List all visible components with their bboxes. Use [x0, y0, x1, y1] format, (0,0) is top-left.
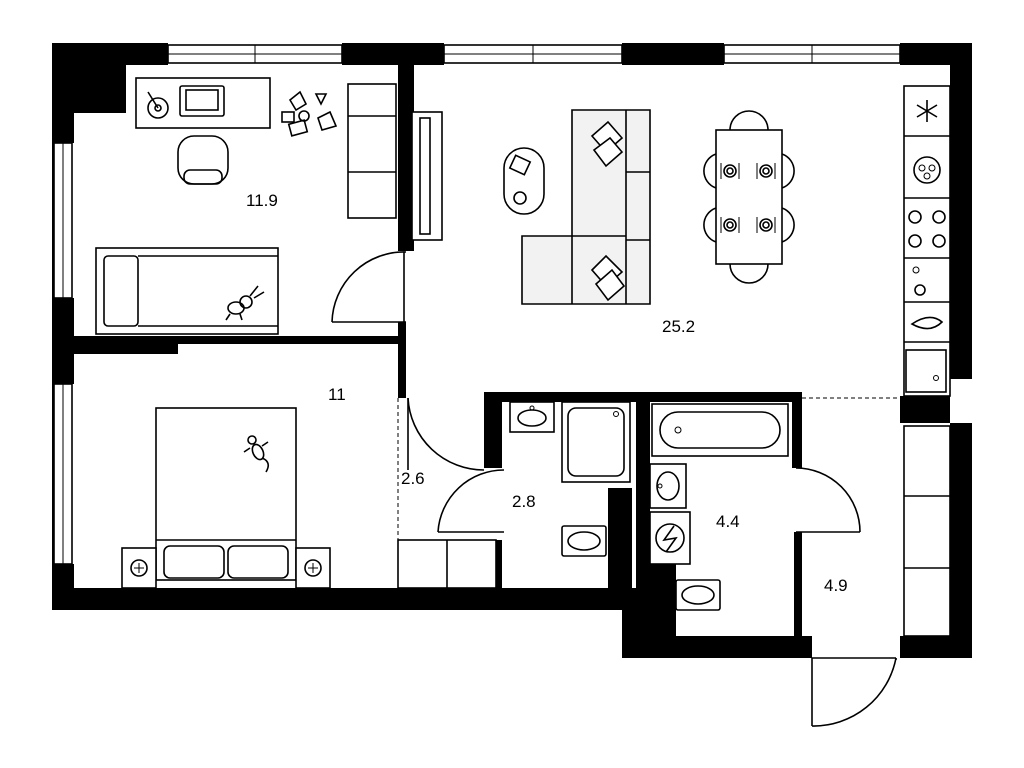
area-label-bathroom-2: 4.4	[716, 512, 740, 531]
area-label-bedroom-1: 11.9	[246, 191, 278, 210]
living-furniture	[411, 109, 795, 305]
lamp-icon	[147, 97, 169, 119]
sink	[905, 349, 947, 393]
washbasin	[649, 463, 687, 509]
place-settings	[720, 163, 776, 233]
shower-tray	[561, 401, 631, 483]
door-bathroom-1	[437, 469, 505, 533]
area-label-bathroom-1: 2.8	[512, 492, 536, 511]
bathroom-1-fixtures	[437, 401, 631, 557]
cat-icon	[243, 435, 270, 473]
tv	[419, 117, 431, 235]
entrance-door	[811, 657, 897, 727]
bathroom-2-fixtures	[649, 403, 861, 611]
laptop-icon	[179, 85, 225, 117]
toy-blocks-icon	[288, 90, 308, 112]
desk-chair	[177, 135, 229, 185]
window-left-lower	[53, 383, 73, 565]
pillow	[103, 255, 139, 327]
pillow	[227, 545, 289, 579]
bedroom-2-furniture	[121, 407, 331, 589]
cup-icon	[513, 191, 527, 205]
toilet	[561, 525, 607, 557]
area-label-corridor: 2.6	[401, 469, 425, 488]
door-bedroom-2	[407, 397, 485, 471]
hall	[802, 397, 951, 727]
dining-table	[715, 129, 783, 265]
window-top-right	[723, 44, 901, 64]
windows	[53, 44, 901, 565]
door-bedroom-1	[331, 251, 407, 323]
fridge-icon	[904, 100, 950, 137]
wardrobe	[347, 83, 397, 219]
area-label-hall: 4.9	[824, 576, 848, 595]
dining-chairs	[703, 110, 795, 284]
window-top-mid	[443, 44, 623, 64]
corridor	[397, 397, 497, 589]
kitchen-counter	[903, 85, 951, 397]
tv-stand	[411, 111, 443, 241]
walls	[52, 43, 972, 658]
pillow	[163, 545, 225, 579]
door-bathroom-2	[795, 467, 861, 533]
entrance-wardrobe	[903, 425, 951, 637]
washer-icon	[904, 156, 950, 199]
faucet-icon	[904, 316, 950, 343]
lightning-icon	[655, 523, 685, 553]
kitchen-unit	[903, 85, 951, 397]
coffee-table	[503, 147, 545, 215]
toilet	[675, 579, 721, 611]
toy-bunny-icon	[225, 285, 265, 321]
corner-sofa	[521, 109, 651, 305]
window-top-left	[167, 44, 343, 64]
cooktop-icon	[904, 210, 950, 259]
window-left-upper	[53, 142, 73, 299]
area-label-living: 25.2	[662, 317, 695, 336]
oven-controls-icon	[904, 266, 950, 303]
bedroom-1-furniture	[95, 77, 397, 335]
area-label-bedroom-2: 11	[328, 385, 346, 404]
